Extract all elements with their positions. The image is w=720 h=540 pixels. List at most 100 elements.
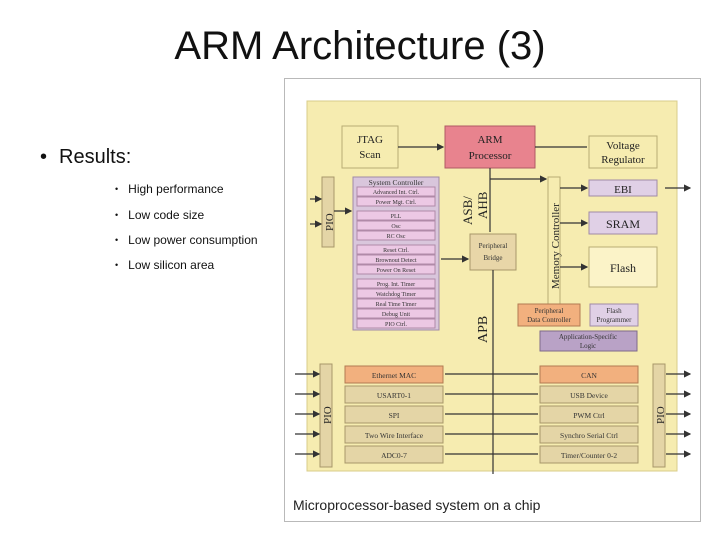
- flash-block: [588, 246, 658, 288]
- sys-item-watchdog-timer: Watchdog Timer: [376, 292, 416, 298]
- sub-bullet-3: • Low power consumption: [115, 233, 258, 247]
- sys-item-box: [356, 196, 436, 207]
- peripheral-label: Peripheral: [479, 242, 508, 250]
- two-wire-interface-label: Two Wire Interface: [365, 431, 424, 440]
- apb-label: APB: [476, 316, 491, 343]
- pio-label-bottom-left: PIO: [322, 406, 334, 424]
- application-specific-logic-block: [539, 330, 638, 352]
- spi-block: [344, 405, 444, 424]
- bullet-dot-icon: •: [115, 260, 119, 270]
- system-controller-items: Advanced Int. Ctrl. Power Mgt. Ctrl. PLL…: [356, 186, 436, 329]
- two-wire-interface-block: [344, 425, 444, 444]
- sys-item-power-mgt-ctrl: Power Mgt. Ctrl.: [376, 200, 417, 206]
- ahb-label: AHB: [475, 191, 490, 219]
- usart-label: USART0-1: [377, 391, 411, 400]
- pwm-ctrl-label: PWM Ctrl: [573, 411, 604, 420]
- sub-bullet-text: Low code size: [128, 208, 205, 222]
- sys-item-box: [356, 298, 436, 309]
- usb-device-block: [539, 385, 639, 404]
- sys-item-box: [356, 230, 436, 241]
- app-logic-label-1: Application-Specific: [559, 333, 617, 341]
- can-label: CAN: [581, 371, 597, 380]
- sub-bullet-text: Low silicon area: [128, 258, 215, 272]
- sys-item-real-time-timer: Real Time Timer: [376, 302, 417, 308]
- pio-label-top: PIO: [324, 213, 336, 231]
- ebi-block: [588, 179, 658, 197]
- sys-item-reset-ctrl: Reset Ctrl.: [383, 248, 409, 254]
- sys-item-box: [356, 288, 436, 299]
- voltage-regulator-block: [588, 135, 658, 169]
- timer-counter-label: Timer/Counter 0-2: [561, 451, 617, 460]
- regulator-label: Regulator: [601, 154, 645, 166]
- sys-item-brownout-detect: Brownout Detect: [375, 258, 416, 264]
- adc-block: [344, 445, 444, 464]
- pdc-label-1: Peripheral: [535, 307, 564, 315]
- sys-item-box: [356, 244, 436, 255]
- bullet-dot-icon: •: [115, 210, 119, 220]
- pio-bar-top: [321, 176, 335, 248]
- bullet-dot-icon: •: [40, 146, 48, 168]
- sys-item-box: [356, 318, 436, 329]
- jtag-label: JTAG: [357, 134, 383, 146]
- sys-item-rc-osc: RC Osc: [387, 234, 406, 240]
- flash-label: Flash: [610, 261, 636, 275]
- bus-connectors: [295, 143, 692, 474]
- arm-label: ARM: [477, 134, 502, 146]
- ethernet-mac-label: Ethernet MAC: [372, 371, 416, 380]
- adc-label: ADC0-7: [381, 451, 407, 460]
- sub-bullet-1: • High performance: [115, 182, 224, 196]
- pio-bar-bottom-right: [652, 363, 666, 468]
- sys-item-debug-unit: Debug Unit: [382, 312, 410, 318]
- diagram-caption: Microprocessor-based system on a chip: [293, 497, 541, 513]
- bullet-dot-icon: •: [115, 184, 119, 194]
- sys-item-pll: PLL: [391, 214, 402, 220]
- soc-block-diagram: System Controller Advanced Int. Ctrl. Po…: [284, 78, 701, 522]
- voltage-label: Voltage: [606, 140, 640, 152]
- usart-block: [344, 385, 444, 404]
- processor-label: Processor: [469, 150, 512, 162]
- synchro-serial-ctrl-block: [539, 425, 639, 444]
- flash-programmer-label-2: Programmer: [597, 316, 633, 324]
- synchro-serial-ctrl-label: Synchro Serial Ctrl: [560, 431, 618, 440]
- app-logic-label-2: Logic: [580, 342, 596, 350]
- memory-controller-label: Memory Controller: [550, 203, 562, 289]
- ebi-label: EBI: [614, 184, 632, 196]
- asb-label: ASB/: [460, 196, 475, 225]
- ethernet-mac-block: [344, 365, 444, 384]
- system-controller-label: System Controller: [369, 178, 424, 187]
- jtag-scan-block: [341, 125, 399, 169]
- peripheral-bridge-block: [469, 233, 517, 271]
- results-bullet: • Results:: [40, 146, 131, 169]
- sub-bullet-text: Low power consumption: [128, 233, 258, 247]
- sys-item-box: [356, 210, 436, 221]
- spi-label: SPI: [389, 411, 400, 420]
- bullet-dot-icon: •: [115, 235, 119, 245]
- sram-block: [588, 211, 658, 235]
- sys-item-prog-int-timer: Prog. Int. Timer: [377, 282, 415, 288]
- sub-bullet-2: • Low code size: [115, 208, 204, 222]
- peripheral-data-controller-block: [517, 303, 581, 327]
- timer-counter-block: [539, 445, 639, 464]
- flash-programmer-block: [589, 303, 639, 327]
- pio-label-bottom-right: PIO: [655, 406, 667, 424]
- results-label: Results:: [59, 146, 132, 168]
- sys-item-box: [356, 264, 436, 275]
- pdc-label-2: Data Controller: [527, 316, 571, 324]
- flash-programmer-label-1: Flash: [606, 307, 622, 315]
- usb-device-label: USB Device: [570, 391, 608, 400]
- slide-title: ARM Architecture (3): [174, 24, 546, 68]
- sys-item-pio-ctrl: PIO Ctrl.: [385, 322, 408, 328]
- sys-item-power-on-reset: Power On Reset: [377, 268, 416, 274]
- bridge-label: Bridge: [483, 254, 502, 262]
- sub-bullet-4: • Low silicon area: [115, 258, 214, 272]
- sys-item-box: [356, 308, 436, 319]
- sys-item-box: [356, 278, 436, 289]
- soc-diagram-svg: System Controller Advanced Int. Ctrl. Po…: [295, 100, 692, 474]
- sub-bullet-text: High performance: [128, 182, 224, 196]
- sys-item-box: [356, 220, 436, 231]
- pwm-ctrl-block: [539, 405, 639, 424]
- sram-label: SRAM: [606, 217, 640, 231]
- sys-item-osc: Osc: [391, 224, 401, 230]
- can-block: [539, 365, 639, 384]
- sys-item-box: [356, 254, 436, 265]
